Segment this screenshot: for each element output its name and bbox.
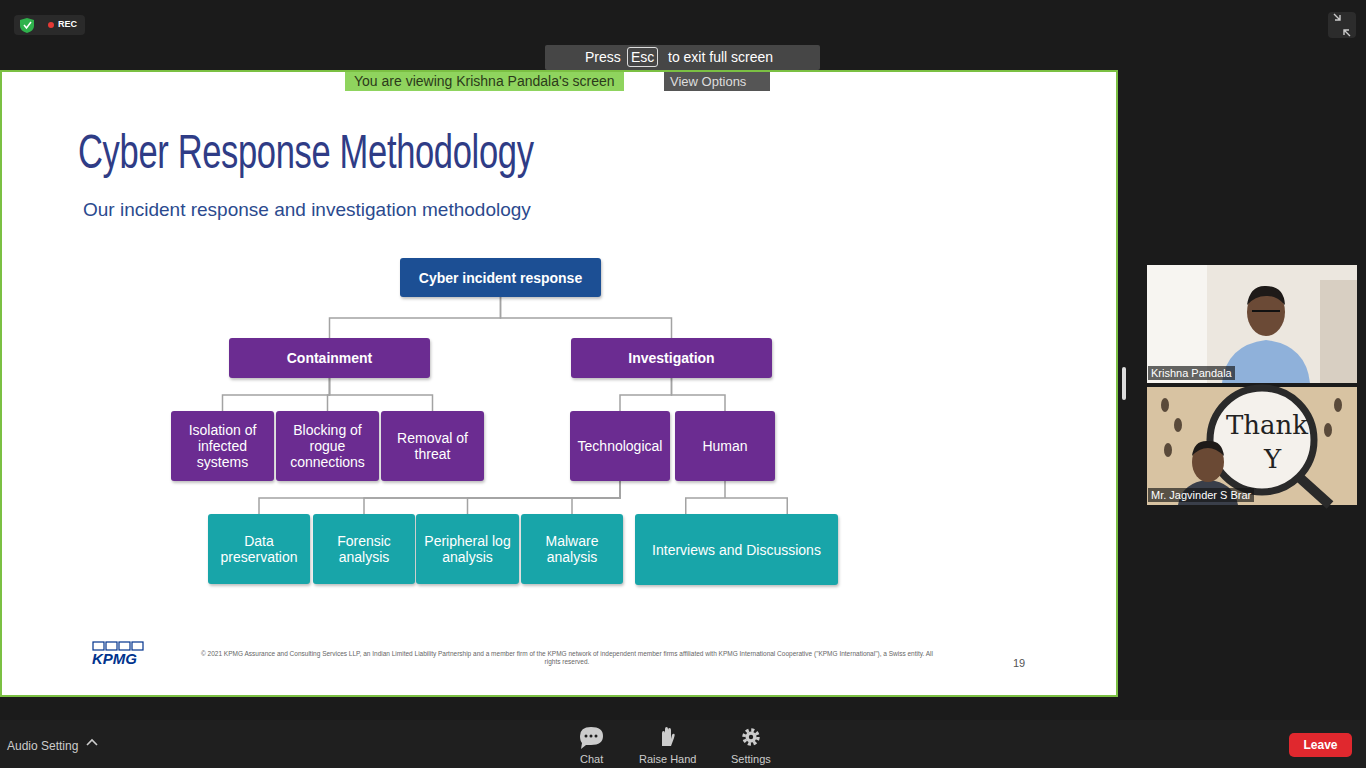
- magnifier-glass: [1210, 388, 1314, 492]
- box-text: Data preservation: [212, 533, 306, 565]
- toolbar-text: Raise Hand: [639, 753, 696, 765]
- process-box: Human: [675, 411, 775, 481]
- slide-area: [1, 71, 1117, 696]
- process-box: Forensic analysis: [313, 514, 415, 584]
- tree-connector: [672, 378, 726, 411]
- tree-connector: [686, 481, 788, 514]
- shield-icon: [20, 18, 34, 33]
- person-hair: [1192, 441, 1224, 456]
- box-text: Removal of threat: [385, 430, 480, 462]
- footprint: [1161, 398, 1169, 412]
- footprint: [1334, 398, 1342, 412]
- process-box: Data preservation: [208, 514, 310, 584]
- tree-connector: [330, 297, 501, 338]
- tree-connector: [223, 378, 330, 411]
- participant-name: Mr. Jagvinder S Brar: [1148, 488, 1254, 502]
- tree-connector: [468, 481, 621, 514]
- toolbar-text: Settings: [731, 753, 771, 765]
- gear-icon: [746, 732, 757, 743]
- toolbar: [0, 720, 1366, 768]
- glasses: [1252, 310, 1280, 312]
- footprint: [1164, 443, 1172, 457]
- process-box: Peripheral log analysis: [416, 514, 519, 584]
- process-box: Technological: [570, 411, 670, 481]
- chat-dot: [595, 735, 598, 738]
- sign-text: Y: [1264, 444, 1281, 474]
- logo-box: [93, 642, 104, 650]
- toolbar-text: Audio Setting: [7, 739, 78, 753]
- hint-text: to exit full screen: [668, 49, 773, 65]
- footprint: [1174, 418, 1182, 432]
- participant-name: Krishna Pandala: [1148, 366, 1235, 380]
- tree-connector: [501, 297, 672, 338]
- key-cap: Esc: [627, 47, 658, 67]
- box-text: Forensic analysis: [317, 533, 411, 565]
- gear-hole: [749, 735, 753, 739]
- box-text: Technological: [578, 438, 663, 454]
- scroll-handle: [1122, 367, 1126, 400]
- box-text: Human: [702, 438, 747, 454]
- process-box: Cyber incident response: [400, 258, 601, 297]
- process-box: Isolation of infected systems: [171, 411, 274, 481]
- box-text: Containment: [287, 350, 373, 366]
- logo-box: [119, 642, 130, 650]
- box-text: Blocking of rogue connections: [280, 422, 375, 470]
- chat-dot: [590, 735, 593, 738]
- view-options-button: View Options: [664, 72, 770, 91]
- exit-fullscreen-button: [1328, 12, 1356, 38]
- person-hair: [1247, 286, 1285, 305]
- hint-text: Press: [585, 49, 621, 65]
- tree-connector: [330, 378, 433, 411]
- slide-title: Cyber Response Methodology: [78, 124, 534, 179]
- box-text: Isolation of infected systems: [175, 422, 270, 470]
- gear-teeth: [744, 730, 758, 744]
- sign-text: Thank: [1226, 410, 1308, 440]
- check-mark: [24, 22, 31, 28]
- video-tile: [1147, 265, 1357, 383]
- person-shirt: [1222, 340, 1310, 383]
- chat-dot: [585, 735, 588, 738]
- sharing-banner: You are viewing Krishna Pandala's screen: [345, 72, 624, 91]
- page-number: 19: [1013, 657, 1025, 669]
- process-box: Investigation: [571, 338, 772, 378]
- process-box: Removal of threat: [381, 411, 484, 481]
- box-text: Interviews and Discussions: [652, 542, 821, 558]
- logo-box: [106, 642, 117, 650]
- tree-connector: [572, 481, 620, 514]
- slide-subtitle: Our incident response and investigation …: [83, 199, 531, 221]
- rec-text: REC: [58, 19, 77, 29]
- magnifier-handle: [1300, 478, 1330, 505]
- box-text: Peripheral log analysis: [420, 533, 515, 565]
- logo-box: [132, 642, 143, 650]
- wall-shade: [1320, 280, 1357, 383]
- record-dot: [48, 22, 54, 28]
- process-box: Containment: [229, 338, 430, 378]
- box-text: Investigation: [628, 350, 714, 366]
- hand-icon: [662, 727, 675, 746]
- box-text: Malware analysis: [525, 533, 619, 565]
- chat-icon: [580, 727, 603, 749]
- logo-text: KPMG: [92, 650, 137, 667]
- rec-badge: [14, 15, 85, 35]
- fullscreen-hint-panel: [545, 45, 820, 70]
- process-box: Blocking of rogue connections: [276, 411, 379, 481]
- tree-connector: [259, 481, 620, 514]
- tree-connector: [620, 378, 672, 411]
- caret-icon: [87, 740, 97, 745]
- toolbar-text: Chat: [580, 753, 603, 765]
- process-box: Malware analysis: [521, 514, 623, 584]
- exit-fullscreen-icon: [1334, 14, 1350, 36]
- copyright-note: © 2021 KPMG Assurance and Consulting Ser…: [196, 650, 938, 666]
- tree-connector: [364, 481, 620, 514]
- video-tile: [1147, 387, 1357, 505]
- box-text: Cyber incident response: [419, 270, 582, 286]
- footprint: [1324, 423, 1332, 437]
- process-box: Interviews and Discussions: [635, 514, 838, 585]
- leave-button: Leave: [1289, 733, 1352, 757]
